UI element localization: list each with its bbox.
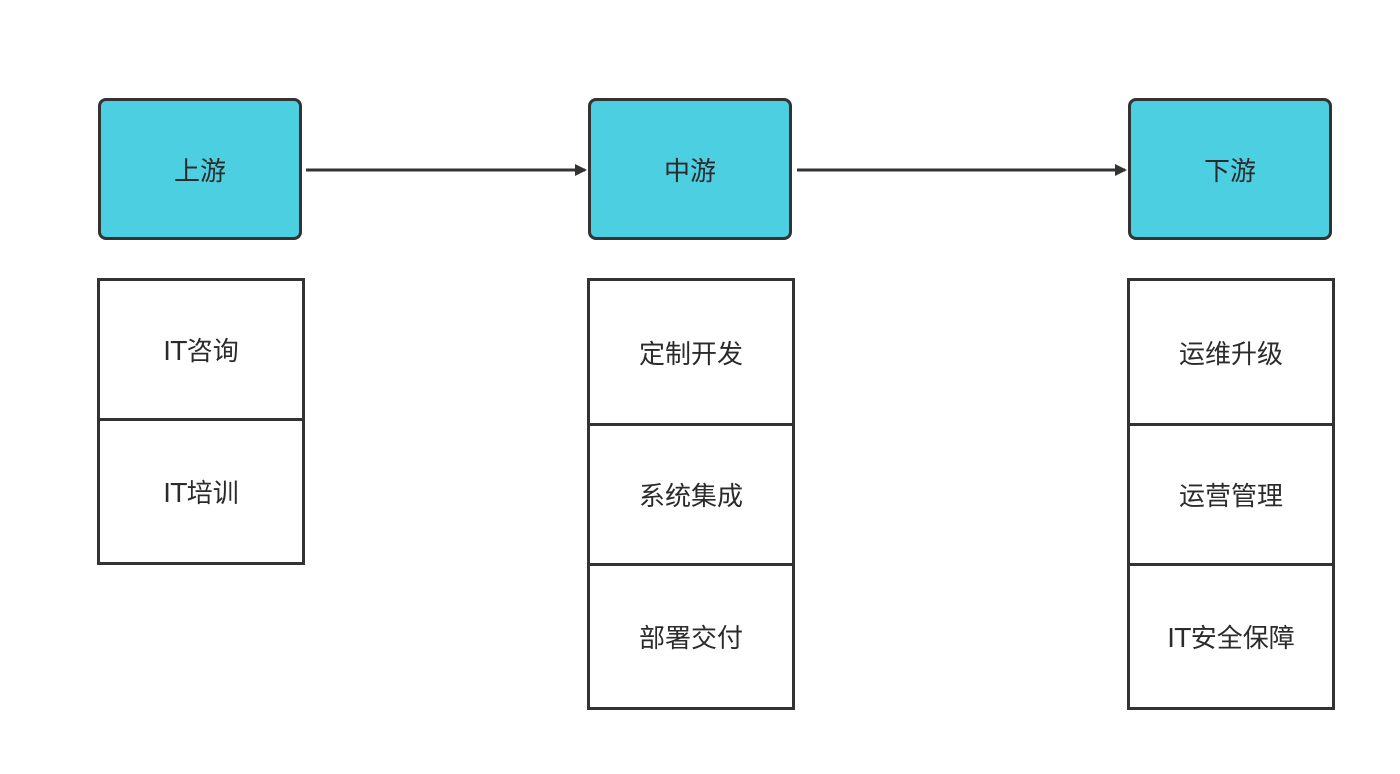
item-it-security[interactable]: IT安全保障 bbox=[1127, 563, 1335, 710]
stage-downstream[interactable]: 下游 bbox=[1128, 98, 1332, 240]
item-label: 部署交付 bbox=[638, 624, 743, 654]
stage-upstream[interactable]: 上游 bbox=[98, 98, 302, 240]
item-label: 系统集成 bbox=[638, 482, 743, 512]
item-custom-development[interactable]: 定制开发 bbox=[587, 278, 795, 426]
item-operations-management[interactable]: 运营管理 bbox=[1127, 423, 1335, 566]
item-label: 定制开发 bbox=[638, 339, 743, 370]
stage-downstream-label: 下游 bbox=[1203, 156, 1256, 187]
item-label: IT安全保障 bbox=[1167, 624, 1295, 654]
item-it-training[interactable]: IT培训 bbox=[97, 418, 305, 565]
item-label: 运维升级 bbox=[1178, 339, 1283, 370]
item-it-consulting[interactable]: IT咨询 bbox=[97, 278, 305, 421]
stage-midstream-label: 中游 bbox=[663, 156, 716, 187]
item-label: 运营管理 bbox=[1178, 482, 1283, 512]
item-label: IT培训 bbox=[163, 479, 239, 509]
item-label: IT咨询 bbox=[163, 337, 239, 367]
item-ops-upgrade[interactable]: 运维升级 bbox=[1127, 278, 1335, 426]
item-system-integration[interactable]: 系统集成 bbox=[587, 423, 795, 566]
stage-upstream-label: 上游 bbox=[173, 156, 226, 187]
stage-midstream[interactable]: 中游 bbox=[588, 98, 792, 240]
item-deployment-delivery[interactable]: 部署交付 bbox=[587, 563, 795, 710]
